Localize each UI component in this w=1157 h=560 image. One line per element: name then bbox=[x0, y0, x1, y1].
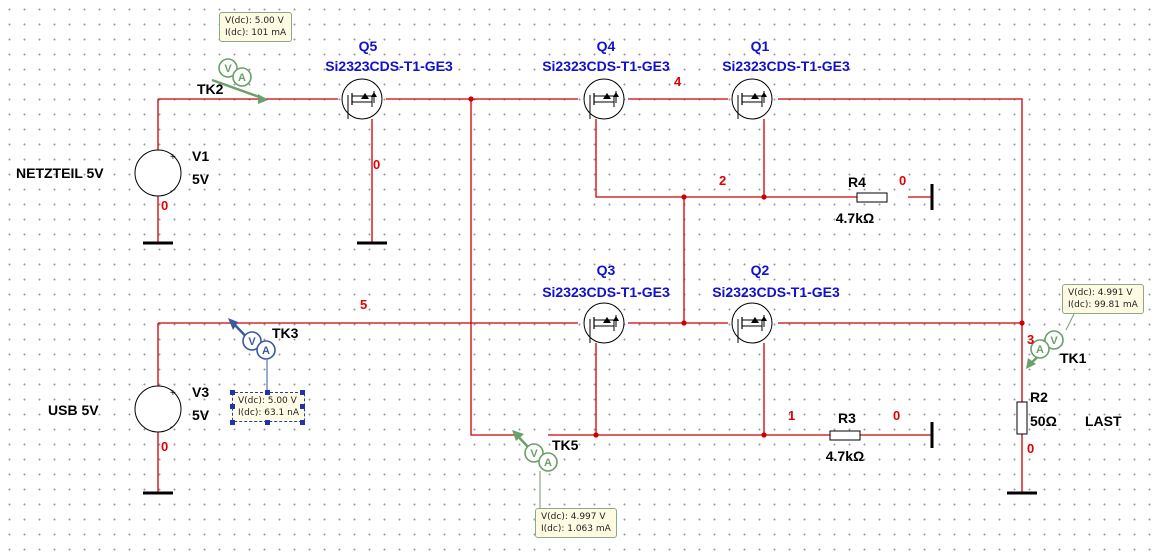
net-label-q5-gate: 0 bbox=[373, 157, 380, 172]
selection-handle[interactable] bbox=[300, 404, 305, 409]
net-label-3: 3 bbox=[1027, 332, 1034, 347]
svg-text:+: + bbox=[170, 152, 176, 163]
q3-part: Si2323CDS-T1-GE3 bbox=[542, 284, 670, 300]
resistor-r2[interactable] bbox=[1016, 401, 1028, 435]
probe-tk2[interactable]: V A bbox=[211, 58, 268, 104]
tk2-current: I(dc): 101 mA bbox=[225, 28, 287, 38]
junctions bbox=[468, 96, 1025, 438]
probe-tk1-readout: V(dc): 4.991 V I(dc): 99.81 mA bbox=[1062, 284, 1144, 314]
tk2-label: TK2 bbox=[197, 81, 224, 97]
q4-part: Si2323CDS-T1-GE3 bbox=[542, 58, 670, 74]
svg-text:V: V bbox=[530, 448, 538, 460]
net-label-5: 5 bbox=[360, 297, 367, 312]
mosfet-q3[interactable] bbox=[583, 302, 625, 344]
ground-symbols bbox=[143, 184, 1037, 495]
tk1-current: I(dc): 99.81 mA bbox=[1068, 300, 1138, 310]
probe-tk1[interactable]: V A bbox=[1026, 313, 1075, 369]
net-label-1: 1 bbox=[788, 408, 795, 423]
net-label-v1-gnd: 0 bbox=[161, 198, 168, 213]
voltage-source-v3[interactable]: + - bbox=[134, 385, 182, 433]
v1-value: 5V bbox=[192, 171, 210, 187]
v1-ref: V1 bbox=[192, 148, 209, 164]
svg-text:A: A bbox=[262, 345, 270, 357]
svg-text:-: - bbox=[170, 186, 173, 197]
svg-text:V: V bbox=[248, 336, 256, 348]
v1-label: NETZTEIL 5V bbox=[16, 165, 104, 181]
q3-ref: Q3 bbox=[597, 262, 616, 278]
mosfet-q5[interactable] bbox=[341, 78, 383, 120]
v3-label: USB 5V bbox=[48, 402, 99, 418]
mosfet-q2[interactable] bbox=[731, 302, 773, 344]
r2-ref: R2 bbox=[1030, 389, 1048, 405]
r4-value: 4.7kΩ bbox=[836, 210, 874, 226]
v3-value: 5V bbox=[192, 407, 210, 423]
resistor-r4[interactable] bbox=[856, 192, 888, 203]
svg-text:A: A bbox=[238, 72, 246, 84]
r2-value: 50Ω bbox=[1030, 413, 1057, 429]
tk1-label: TK1 bbox=[1060, 350, 1087, 366]
q5-part: Si2323CDS-T1-GE3 bbox=[325, 58, 453, 74]
selection-handle[interactable] bbox=[230, 404, 235, 409]
r3-ref: R3 bbox=[838, 410, 856, 426]
net-label-r2-gnd: 0 bbox=[1027, 441, 1034, 456]
net-label-v3-gnd: 0 bbox=[161, 439, 168, 454]
probe-tk5-readout: V(dc): 4.997 V I(dc): 1.063 mA bbox=[535, 508, 617, 538]
probe-tk5[interactable]: V A bbox=[512, 430, 558, 508]
selection-handle[interactable] bbox=[300, 420, 305, 425]
tk3-current: I(dc): 63.1 nA bbox=[238, 408, 299, 418]
selection-handle[interactable] bbox=[230, 390, 235, 395]
q5-ref: Q5 bbox=[359, 38, 378, 54]
svg-text:V: V bbox=[1050, 335, 1058, 347]
q2-part: Si2323CDS-T1-GE3 bbox=[712, 284, 840, 300]
selection-handle[interactable] bbox=[230, 420, 235, 425]
svg-text:-: - bbox=[170, 422, 173, 433]
probe-tk3-readout[interactable]: V(dc): 5.00 V I(dc): 63.1 nA bbox=[232, 392, 305, 422]
v3-ref: V3 bbox=[192, 384, 209, 400]
probe-tk3[interactable]: V A bbox=[228, 318, 276, 392]
voltage-source-v1[interactable]: + - bbox=[134, 149, 182, 197]
wires-top bbox=[157, 98, 1023, 436]
tk5-voltage: V(dc): 4.997 V bbox=[541, 512, 606, 522]
net-label-2: 2 bbox=[719, 173, 726, 188]
selection-handle[interactable] bbox=[265, 390, 270, 395]
r2-label: LAST bbox=[1085, 413, 1122, 429]
svg-text:A: A bbox=[1036, 344, 1044, 356]
q2-ref: Q2 bbox=[751, 262, 770, 278]
probe-tk2-readout: V(dc): 5.00 V I(dc): 101 mA bbox=[219, 12, 293, 42]
mosfet-q1[interactable] bbox=[731, 78, 773, 120]
selection-handle[interactable] bbox=[265, 420, 270, 425]
tk5-label: TK5 bbox=[552, 437, 579, 453]
tk3-voltage: V(dc): 5.00 V bbox=[238, 396, 297, 406]
r3-value: 4.7kΩ bbox=[826, 448, 864, 464]
q1-ref: Q1 bbox=[751, 38, 770, 54]
svg-text:+: + bbox=[170, 388, 176, 399]
net-label-4: 4 bbox=[674, 74, 682, 89]
r4-ref: R4 bbox=[848, 174, 866, 190]
tk5-current: I(dc): 1.063 mA bbox=[541, 524, 611, 534]
q4-ref: Q4 bbox=[597, 38, 616, 54]
tk2-voltage: V(dc): 5.00 V bbox=[225, 16, 284, 26]
tk3-label: TK3 bbox=[272, 325, 299, 341]
svg-text:V: V bbox=[224, 63, 232, 75]
mosfet-q4[interactable] bbox=[583, 78, 625, 120]
net-label-r4-gnd: 0 bbox=[899, 173, 906, 188]
selection-handle[interactable] bbox=[300, 390, 305, 395]
svg-text:A: A bbox=[544, 457, 552, 469]
q1-part: Si2323CDS-T1-GE3 bbox=[722, 58, 850, 74]
tk1-voltage: V(dc): 4.991 V bbox=[1068, 288, 1133, 298]
resistor-r3[interactable] bbox=[829, 430, 861, 441]
net-label-r3-gnd: 0 bbox=[893, 408, 900, 423]
